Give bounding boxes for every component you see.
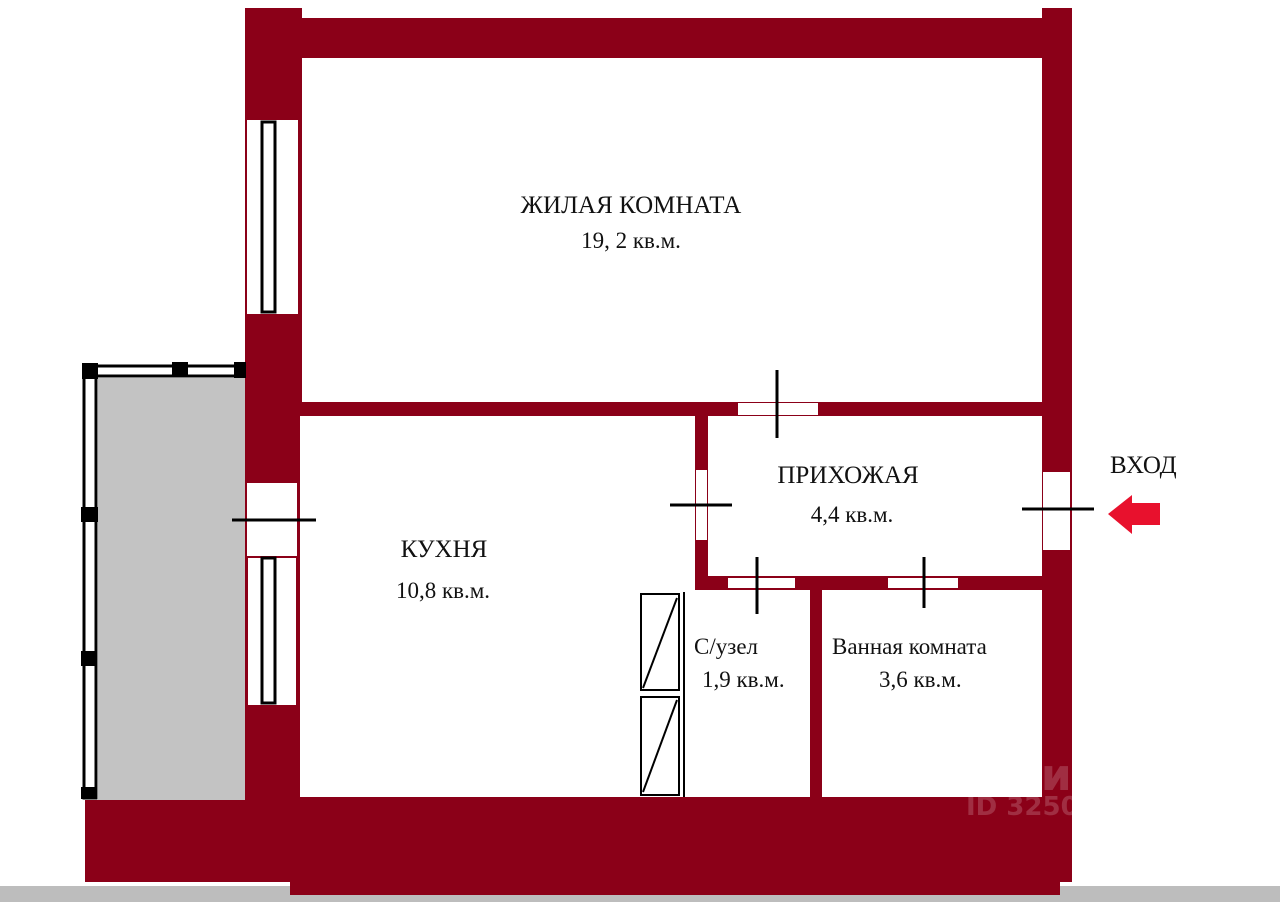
entrance-arrow-icon [1108,495,1160,534]
room-name-kitchen: КУХНЯ [401,536,488,563]
living-room [302,58,1042,402]
watermark-id: ID 3250 [966,792,1079,822]
room-name-hallway: ПРИХОЖАЯ [777,462,918,489]
room-area-living: 19, 2 кв.м. [581,228,681,253]
kitchen [300,416,695,797]
balcony [81,362,246,800]
bathroom [822,590,1042,797]
room-area-bathroom: 3,6 кв.м. [879,667,962,692]
room-area-toilet: 1,9 кв.м. [702,667,785,692]
room-name-toilet: С/узел [694,634,758,659]
room-area-hallway: 4,4 кв.м. [811,502,894,527]
entrance-label: ВХОД [1110,452,1177,479]
window-kitchen [248,556,296,705]
hallway [708,416,1042,576]
room-area-kitchen: 10,8 кв.м. [396,578,490,603]
watermark-logo: Циан [1000,750,1132,801]
room-name-bathroom: Ванная комната [832,634,987,659]
room-name-living: ЖИЛАЯ КОМНАТА [521,192,742,219]
balcony-door [232,483,316,556]
doors [670,370,1094,614]
window-living [247,120,298,314]
toilet-fixture [640,592,685,797]
